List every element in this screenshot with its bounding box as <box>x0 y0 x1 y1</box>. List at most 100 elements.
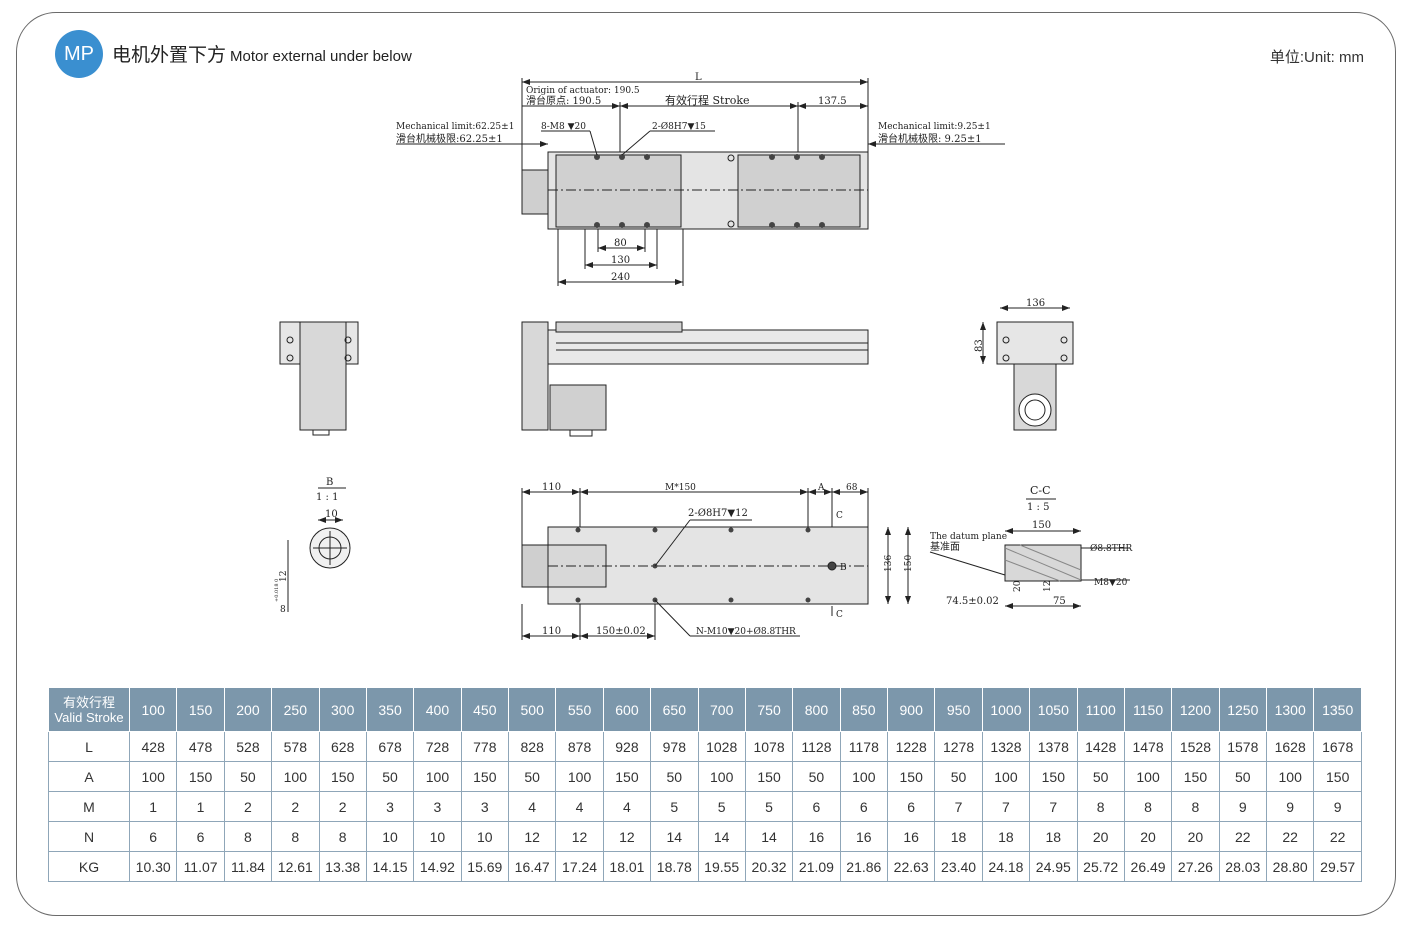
table-cell: 9 <box>1218 791 1268 822</box>
table-cell: 7 <box>981 791 1031 822</box>
table-cell: 150 <box>886 761 936 792</box>
table-cell: 10 <box>413 821 462 852</box>
table-cell: 150 <box>460 761 510 792</box>
table-cell: 100 <box>839 761 889 792</box>
section-dim-75: 75 <box>1053 596 1066 607</box>
detail-b-dim-8: 8 <box>280 605 286 615</box>
table-cell: 50 <box>650 761 699 792</box>
table-cell: 25.72 <box>1076 851 1125 882</box>
table-cell: 100 <box>981 761 1031 792</box>
stroke-header-cell: 150 <box>176 687 225 732</box>
table-cell: 9 <box>1313 791 1362 822</box>
table-cell: 4 <box>507 791 557 822</box>
bottom-dim-150-tol: 150±0.02 <box>596 626 646 637</box>
table-cell: 50 <box>792 761 841 792</box>
bottom-dim-m150: M*150 <box>665 483 696 493</box>
bottom-dim-110: 110 <box>542 482 561 493</box>
table-cell: 878 <box>555 731 604 762</box>
table-cell: 28.03 <box>1218 851 1268 882</box>
table-cell: 14.92 <box>413 851 462 882</box>
bottom-dim-68: 68 <box>846 483 858 493</box>
table-cell: 5 <box>697 791 746 822</box>
stroke-header-cell: 500 <box>507 687 557 732</box>
table-cell: 978 <box>650 731 699 762</box>
header-label-en: Valid Stroke <box>54 709 124 725</box>
detail-b-drawing <box>287 487 351 612</box>
table-cell: 16 <box>886 821 936 852</box>
top-view-drawing <box>396 78 1005 286</box>
stroke-header-cell: 450 <box>460 687 510 732</box>
table-cell: 1278 <box>934 731 983 762</box>
section-dim-74-5: 74.5±0.02 <box>946 596 999 607</box>
table-cell: 24.18 <box>981 851 1031 882</box>
table-cell: 50 <box>1076 761 1125 792</box>
table-cell: 100 <box>1265 761 1315 792</box>
table-cell: 22.63 <box>886 851 936 882</box>
detail-b-dim-12: 12 <box>279 571 289 582</box>
table-cell: 20 <box>1076 821 1125 852</box>
row-label: M <box>48 791 130 822</box>
stroke-header-cell: 300 <box>318 687 367 732</box>
stroke-header-cell: 1350 <box>1313 687 1362 732</box>
table-cell: 100 <box>271 761 320 792</box>
pin-hole-label: 2-Ø8H7▼15 <box>652 121 706 132</box>
row-label: KG <box>48 851 130 882</box>
left-end-view-drawing <box>279 321 359 436</box>
bottom-dim-110b: 110 <box>542 626 561 637</box>
stroke-header-cell: 800 <box>792 687 841 732</box>
table-cell: 1428 <box>1076 731 1125 762</box>
table-cell: 4 <box>602 791 652 822</box>
page-frame <box>16 12 1396 916</box>
table-cell: 1678 <box>1313 731 1362 762</box>
table-cell: 10 <box>460 821 510 852</box>
right-end-view-drawing <box>980 305 1074 431</box>
table-cell: 3 <box>413 791 462 822</box>
table-cell: 6 <box>839 791 889 822</box>
table-cell: 18 <box>934 821 983 852</box>
table-cell: 16 <box>839 821 889 852</box>
table-cell: 1528 <box>1171 731 1220 762</box>
stroke-header-cell: 1050 <box>1029 687 1078 732</box>
table-cell: 21.86 <box>839 851 889 882</box>
technical-drawings: L Origin of actuator: 190.5 滑台原点: 190.5 … <box>274 72 1133 640</box>
table-cell: 26.49 <box>1123 851 1173 882</box>
table-cell: 150 <box>1171 761 1220 792</box>
section-dim-150: 150 <box>1032 520 1051 531</box>
table-cell: 13.38 <box>318 851 367 882</box>
table-cell: 12 <box>602 821 652 852</box>
table-cell: 478 <box>176 731 225 762</box>
section-mark-c-top: C <box>836 511 843 521</box>
origin-en: Origin of actuator: 190.5 <box>526 86 640 96</box>
table-cell: 17.24 <box>555 851 604 882</box>
bottom-pin-label: 2-Ø8H7▼12 <box>688 508 748 519</box>
table-cell: 1078 <box>744 731 794 762</box>
bottom-dim-a: A <box>817 483 825 493</box>
stroke-header-cell: 850 <box>839 687 889 732</box>
table-cell: 14 <box>697 821 746 852</box>
table-cell: 1328 <box>981 731 1031 762</box>
table-cell: 5 <box>650 791 699 822</box>
table-cell: 2 <box>223 791 273 822</box>
section-cc-scale: 1 : 5 <box>1027 502 1049 513</box>
table-cell: 10 <box>365 821 415 852</box>
section-cc-name: C-C <box>1030 484 1051 497</box>
dim-130: 130 <box>611 255 630 266</box>
table-cell: 1228 <box>886 731 936 762</box>
table-cell: 8 <box>271 821 320 852</box>
detail-b-name: B <box>326 477 333 488</box>
table-cell: 2 <box>271 791 320 822</box>
table-cell: 928 <box>602 731 652 762</box>
front-side-view-drawing <box>521 321 869 437</box>
stroke-header-cell: 600 <box>602 687 652 732</box>
table-cell: 20 <box>1171 821 1220 852</box>
detail-b-dim-10: 10 <box>325 509 338 520</box>
table-cell: 1378 <box>1029 731 1078 762</box>
table-cell: 150 <box>318 761 367 792</box>
stroke-label: 有效行程 Stroke <box>665 93 750 107</box>
